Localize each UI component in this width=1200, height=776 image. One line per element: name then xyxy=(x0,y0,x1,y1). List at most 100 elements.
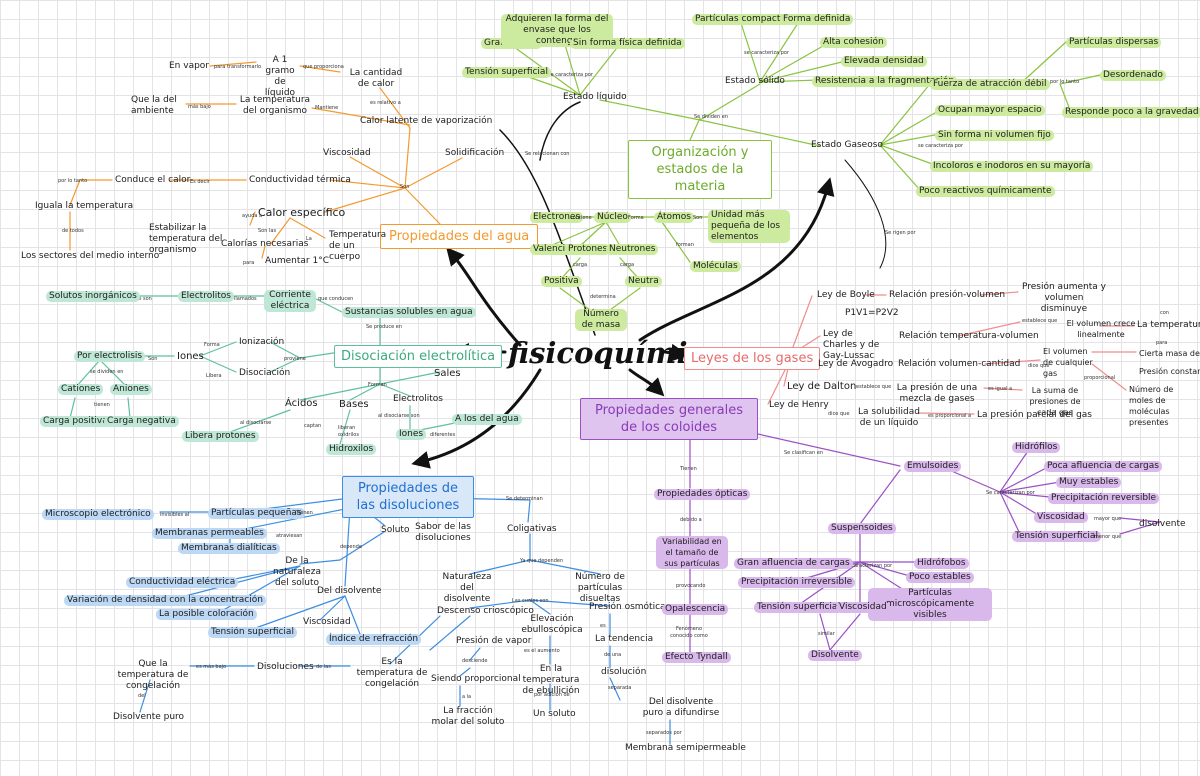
electro-que-son: que son xyxy=(132,296,152,302)
org-link-11 xyxy=(759,59,851,83)
water-link-3 xyxy=(329,179,406,189)
disol-por-adicion: por adición de xyxy=(534,692,570,698)
org-link-3 xyxy=(689,117,701,141)
water-conducts-heat: Conduce el calor xyxy=(115,175,191,185)
org-link-17 xyxy=(879,144,921,191)
disol-atraviesan: atraviesan xyxy=(276,533,303,539)
org-link-27 xyxy=(605,221,621,247)
solid-caracteriza: se caracteriza por xyxy=(744,50,789,56)
solvent-nature: Naturaleza del disolvente xyxy=(442,572,492,604)
disol-mas-bajo: es más bajo xyxy=(196,664,227,670)
org-link-24 xyxy=(661,221,691,263)
gas-link-12 xyxy=(983,387,1023,391)
volume-any-gas: El volumen de cualquier gas xyxy=(1043,347,1093,378)
atoms: Átomos xyxy=(654,212,694,223)
coloides-debido: debido a xyxy=(680,517,702,523)
org-link-9 xyxy=(759,19,801,83)
emulsoid-menor: menor que xyxy=(1094,534,1122,540)
water-para: para xyxy=(243,260,255,266)
electro-son: Son xyxy=(148,356,158,362)
electrolytic-title: Disociación electrolítica xyxy=(334,345,503,368)
electro-link-5 xyxy=(269,341,301,359)
water-ayuda-a: ayuda a xyxy=(242,213,263,219)
water-into-vapor: En vapor xyxy=(169,61,210,71)
org-son: Son xyxy=(693,215,703,221)
positive-charge: Positiva xyxy=(541,276,582,287)
dalton-establece: establece que xyxy=(856,384,892,390)
water-link-1 xyxy=(349,156,406,189)
org-rodean: contiene xyxy=(570,215,592,221)
solid-compact-particles: Partículas compactas xyxy=(692,14,794,25)
electro-al-disociarse: al disociarse xyxy=(240,420,272,426)
water-son-las: Son las xyxy=(258,228,277,234)
suspensoid-similar: similar xyxy=(818,631,835,637)
water-link-13 xyxy=(379,87,411,129)
solute-nature: De la naturaleza del soluto xyxy=(273,556,321,588)
electrolytes: Electrolitos xyxy=(178,291,234,302)
high-charge-affluence: Gran afluencia de cargas xyxy=(734,558,853,569)
gaseous-state: Estado Gaseoso xyxy=(811,140,883,150)
electro-proviene: proviene xyxy=(284,356,306,362)
water-mantiene: Mantiene xyxy=(315,105,339,111)
org-link-18 xyxy=(1019,41,1067,85)
negative-charge-ion: Carga negativa xyxy=(104,416,179,427)
osmotic-pressure: Presión osmótica xyxy=(589,602,666,612)
possible-coloring: La posible coloración xyxy=(156,609,257,620)
avogadro-proporcional: proporcional xyxy=(1084,375,1116,381)
suspensoids: Suspensoides xyxy=(828,523,896,534)
density-variation: Variación de densidad con la concentraci… xyxy=(64,595,266,606)
water-link-9 xyxy=(249,211,256,226)
water-por-lo-tanto: por lo tanto xyxy=(58,178,88,184)
water-mas-bajo: más bajo xyxy=(188,104,211,110)
electro-link-8 xyxy=(199,355,237,373)
positive-charge-ion: Carga positiva xyxy=(40,416,111,427)
molecules: Moléculas xyxy=(690,261,741,272)
smallest-unit: Unidad más pequeña de los elementos xyxy=(708,210,790,243)
gas-link-10 xyxy=(1091,363,1127,391)
disol-depende: depende xyxy=(340,544,362,550)
water-de-todos: de todos xyxy=(62,228,84,234)
branch-water xyxy=(446,247,522,347)
water-organism-temp: La temperatura del organismo xyxy=(239,95,311,116)
nucleus: Núcleo xyxy=(594,212,631,223)
disol-de-una: de una xyxy=(604,652,622,658)
org-link-31 xyxy=(609,287,641,311)
opalescence: Opalescencia xyxy=(662,604,729,615)
disol-a-la: a la xyxy=(462,694,472,700)
liquid-solubility: La solubilidad de un líquido xyxy=(858,407,920,428)
visible-particles: Partículas microscópicamente visibles xyxy=(868,588,992,621)
ions: Iones xyxy=(177,351,204,362)
branch-coloides xyxy=(628,368,665,397)
coloides-tienen: Tienen xyxy=(680,466,697,472)
water-properties-title: Propiedades del agua xyxy=(380,224,539,249)
disol-del: del xyxy=(138,693,146,699)
size-variability: Variabilidad en el tamaño de sus partícu… xyxy=(656,536,728,569)
disol-es: es xyxy=(600,623,606,629)
coloide-link-23 xyxy=(819,613,831,651)
constant-pressure: Presión constante xyxy=(1139,367,1200,376)
boyle-relation: Relación presión-volumen xyxy=(889,290,1006,300)
solutions-title: Propiedades de las disoluciones xyxy=(342,476,474,518)
gas-no-fixed-volume: Sin forma ni volumen fijo xyxy=(935,130,1054,141)
a-solute: Un soluto xyxy=(533,709,576,719)
org-link-20 xyxy=(1059,83,1071,111)
electro-link-19 xyxy=(229,409,291,433)
water-link-14 xyxy=(299,65,341,73)
water-viscosity: Viscosidad xyxy=(323,148,371,158)
org-link-25 xyxy=(549,221,607,247)
disol-link-12 xyxy=(249,595,346,631)
org-link-13 xyxy=(879,83,931,146)
disol-desciende: desciende xyxy=(462,658,488,664)
henry-law: Ley de Henry xyxy=(769,400,829,410)
electro-link-4 xyxy=(299,351,341,359)
dissolved-particles-number: Número de partículas disueltas xyxy=(575,572,625,604)
a-solution: disolución xyxy=(601,667,647,677)
gases-se-rigen: Se rigen por xyxy=(885,230,916,236)
gas-link-13 xyxy=(917,412,975,415)
ionization: Ionización xyxy=(239,337,285,347)
water-solidification: Solidificación xyxy=(445,148,505,158)
coloide-link-6 xyxy=(999,447,1031,493)
liquid-surface-tension: Tensión superficial xyxy=(462,67,551,78)
water-latent-heat: Calor latente de vaporización xyxy=(360,116,493,126)
water-amount-of-heat: La cantidad de calor xyxy=(349,68,403,89)
